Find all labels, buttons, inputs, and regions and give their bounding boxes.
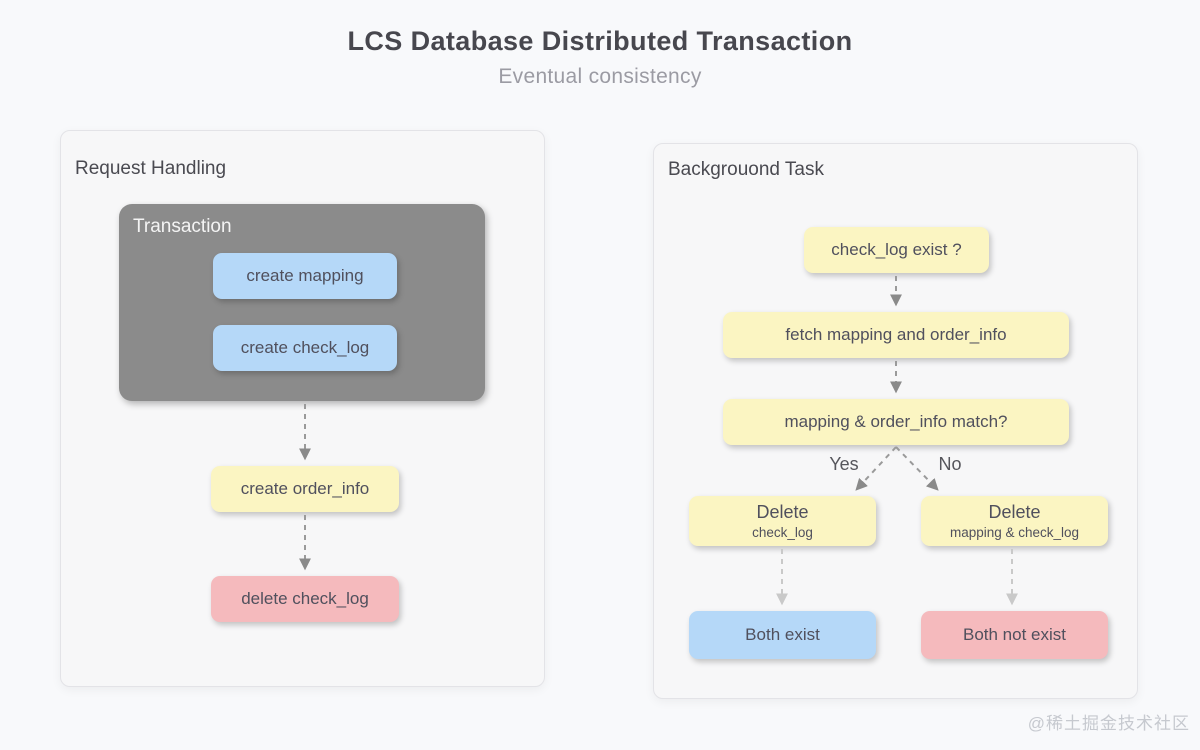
node-fetch-mapping-order-info: fetch mapping and order_info: [723, 312, 1069, 358]
node-create-check-log: create check_log: [213, 325, 397, 371]
node-create-mapping: create mapping: [213, 253, 397, 299]
node-delete-mapping-check-log-branch: Delete mapping & check_log: [921, 496, 1108, 546]
node-delete-mapping-title: Delete: [988, 501, 1041, 522]
node-delete-check-log-branch: Delete check_log: [689, 496, 876, 546]
page-title: LCS Database Distributed Transaction: [347, 26, 853, 56]
transaction-label: Transaction: [133, 216, 232, 237]
node-delete-check-log-subtitle: check_log: [752, 524, 813, 540]
background-task-title: Backgrouond Task: [668, 159, 824, 180]
node-check-log-exist: check_log exist ?: [804, 227, 989, 273]
node-delete-check-log-title: Delete: [756, 501, 809, 522]
watermark: @稀土掘金技术社区: [1027, 714, 1190, 733]
background-task-panel: Backgrouond Task check_log exist ? fetch…: [653, 143, 1138, 699]
page-subtitle: Eventual consistency: [498, 65, 702, 88]
node-mapping-order-info-match: mapping & order_info match?: [723, 399, 1069, 445]
request-handling-panel: Request Handling Transaction create mapp…: [60, 130, 545, 687]
branch-label-yes: Yes: [829, 454, 859, 474]
transaction-group-box: Transaction create mapping create check_…: [119, 204, 485, 401]
node-create-order-info: create order_info: [211, 466, 399, 512]
node-both-exist: Both exist: [689, 611, 876, 659]
node-delete-check-log: delete check_log: [211, 576, 399, 622]
request-handling-title: Request Handling: [75, 158, 227, 179]
page-header: LCS Database Distributed Transaction Eve…: [0, 26, 1200, 89]
node-both-not-exist: Both not exist: [921, 611, 1108, 659]
node-delete-mapping-subtitle: mapping & check_log: [949, 524, 1080, 540]
branch-label-no: No: [938, 454, 962, 474]
